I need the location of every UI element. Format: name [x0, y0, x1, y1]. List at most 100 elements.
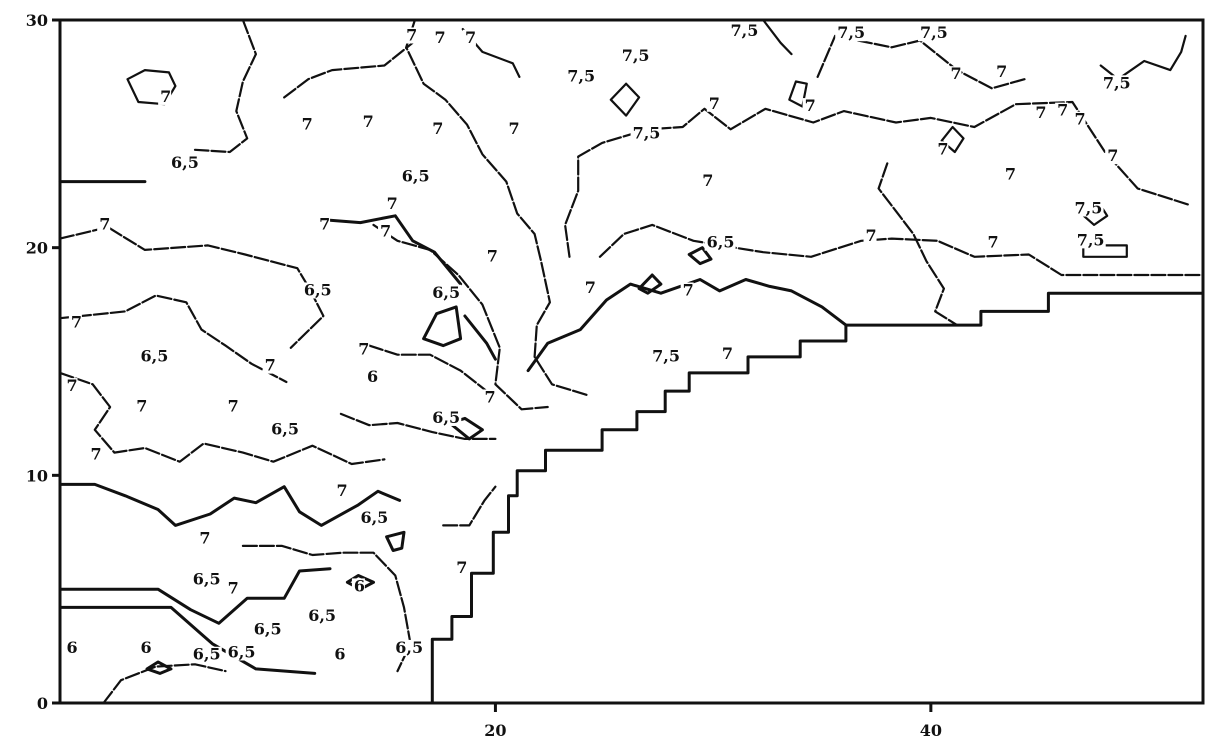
contour-label-65: 6,5 — [254, 620, 282, 639]
contour-label-bg-22 — [630, 125, 662, 142]
contour-label-13: 7 — [709, 94, 720, 113]
contour-line-2 — [58, 482, 402, 527]
contour-label-24: 7 — [1107, 146, 1118, 165]
contour-label-bg-61 — [190, 571, 222, 588]
contour-label-bg-29 — [384, 195, 398, 212]
contour-line-11 — [564, 100, 1189, 258]
contour-line-13 — [283, 41, 414, 99]
x-tick-label-1: 20 — [484, 721, 506, 740]
contour-label-14: 7 — [805, 96, 816, 115]
contour-label-bg-41 — [301, 282, 333, 299]
contour-line-16 — [368, 344, 488, 393]
contour-label-bg-21 — [506, 120, 520, 137]
contour-label-37: 6,5 — [707, 233, 735, 252]
contour-label-bg-15 — [1033, 104, 1047, 121]
contour-label-70: 6 — [334, 645, 345, 664]
contour-label-29: 7 — [387, 194, 398, 213]
contour-label-bg-23 — [935, 141, 949, 158]
closed-contour-7 — [145, 660, 173, 675]
contour-label-bg-48 — [262, 357, 276, 374]
contour-label-71: 6,5 — [395, 638, 423, 657]
contour-label-bg-7 — [619, 47, 651, 64]
contour-label-36: 7,5 — [1077, 230, 1105, 249]
closed-contour-4 — [687, 246, 713, 266]
contour-label-17: 7 — [1075, 110, 1086, 129]
contour-label-63: 6 — [354, 576, 365, 595]
x-tick-label-2: 40 — [920, 721, 942, 740]
contour-line-12 — [598, 223, 1205, 277]
y-tick-label-3: 20 — [26, 239, 48, 258]
contour-label-47: 7 — [722, 344, 733, 363]
contour-label-4: 7,5 — [731, 21, 759, 40]
contour-label-bg-49 — [364, 368, 378, 385]
contour-label-61: 6,5 — [193, 570, 221, 589]
contour-label-bg-65 — [251, 621, 283, 638]
contour-label-bg-40 — [680, 282, 694, 299]
contour-label-22: 7,5 — [633, 123, 661, 142]
contour-label-20: 7 — [432, 119, 443, 138]
contour-line-9 — [372, 223, 549, 411]
contour-label-41: 6,5 — [304, 280, 332, 299]
closed-contour-1 — [126, 69, 177, 106]
contour-line-5 — [58, 226, 325, 349]
contour-label-45: 6,5 — [141, 347, 169, 366]
contour-label-bg-33 — [378, 223, 392, 240]
contour-line-14 — [816, 34, 1026, 90]
contour-label-bg-14 — [802, 98, 816, 115]
contour-label-66: 6 — [67, 638, 78, 657]
contour-label-bg-16 — [1055, 102, 1069, 119]
contour-label-bg-26 — [399, 168, 431, 185]
contour-label-16: 7 — [1057, 101, 1068, 120]
contour-label-19: 7 — [363, 112, 374, 131]
contour-label-bg-9 — [1100, 75, 1132, 92]
contour-label-bg-10 — [158, 88, 172, 105]
contour-label-bg-32 — [317, 216, 331, 233]
contour-label-40: 7 — [683, 280, 694, 299]
contour-label-bg-27 — [700, 173, 714, 190]
contour-label-bg-24 — [1105, 148, 1119, 165]
contour-label-59: 7 — [199, 529, 210, 548]
contour-label-15: 7 — [1035, 103, 1046, 122]
contour-line-15 — [877, 162, 959, 327]
contour-label-33: 7 — [380, 221, 391, 240]
closed-contour-11 — [637, 273, 663, 295]
contour-label-bg-68 — [190, 646, 222, 663]
contour-label-bg-43 — [68, 314, 82, 331]
contour-label-39: 7 — [585, 278, 596, 297]
contour-label-bg-59 — [197, 530, 211, 547]
contour-label-bg-3 — [462, 29, 476, 46]
contour-line-21 — [526, 278, 848, 373]
contour-label-43: 7 — [71, 312, 82, 331]
contour-lines — [58, 18, 1205, 705]
contour-label-8: 7,5 — [567, 66, 595, 85]
contour-label-54: 6,5 — [432, 408, 460, 427]
contour-label-53: 7 — [228, 397, 239, 416]
contour-label-58: 6,5 — [360, 508, 388, 527]
contour-label-68: 6,5 — [193, 645, 221, 664]
closed-contours — [126, 69, 1128, 675]
contour-label-bg-60 — [454, 560, 468, 577]
contour-label-bg-1 — [404, 27, 418, 44]
contour-label-bg-17 — [1072, 111, 1086, 128]
contour-label-bg-38 — [484, 248, 498, 265]
contour-label-bg-36 — [1074, 232, 1106, 249]
contour-label-46: 7,5 — [652, 347, 680, 366]
contour-label-bg-2 — [432, 29, 446, 46]
contour-label-bg-18 — [299, 116, 313, 133]
closed-contour-12 — [609, 82, 641, 117]
contour-label-42: 6,5 — [432, 283, 460, 302]
contour-line-3 — [58, 605, 317, 675]
contour-label-12: 7 — [996, 62, 1007, 81]
contour-line-7 — [58, 371, 386, 466]
y-tick-label-4: 30 — [26, 11, 48, 30]
contour-label-32: 7 — [319, 214, 330, 233]
contour-label-27: 7 — [702, 171, 713, 190]
contour-label-67: 6 — [141, 638, 152, 657]
contour-label-bg-45 — [138, 348, 170, 365]
contour-line-26 — [762, 18, 793, 56]
y-tick-label-1: 0 — [37, 694, 48, 713]
contour-label-2: 7 — [434, 28, 445, 47]
contour-label-bg-11 — [948, 66, 962, 83]
contour-label-25: 6,5 — [171, 153, 199, 172]
